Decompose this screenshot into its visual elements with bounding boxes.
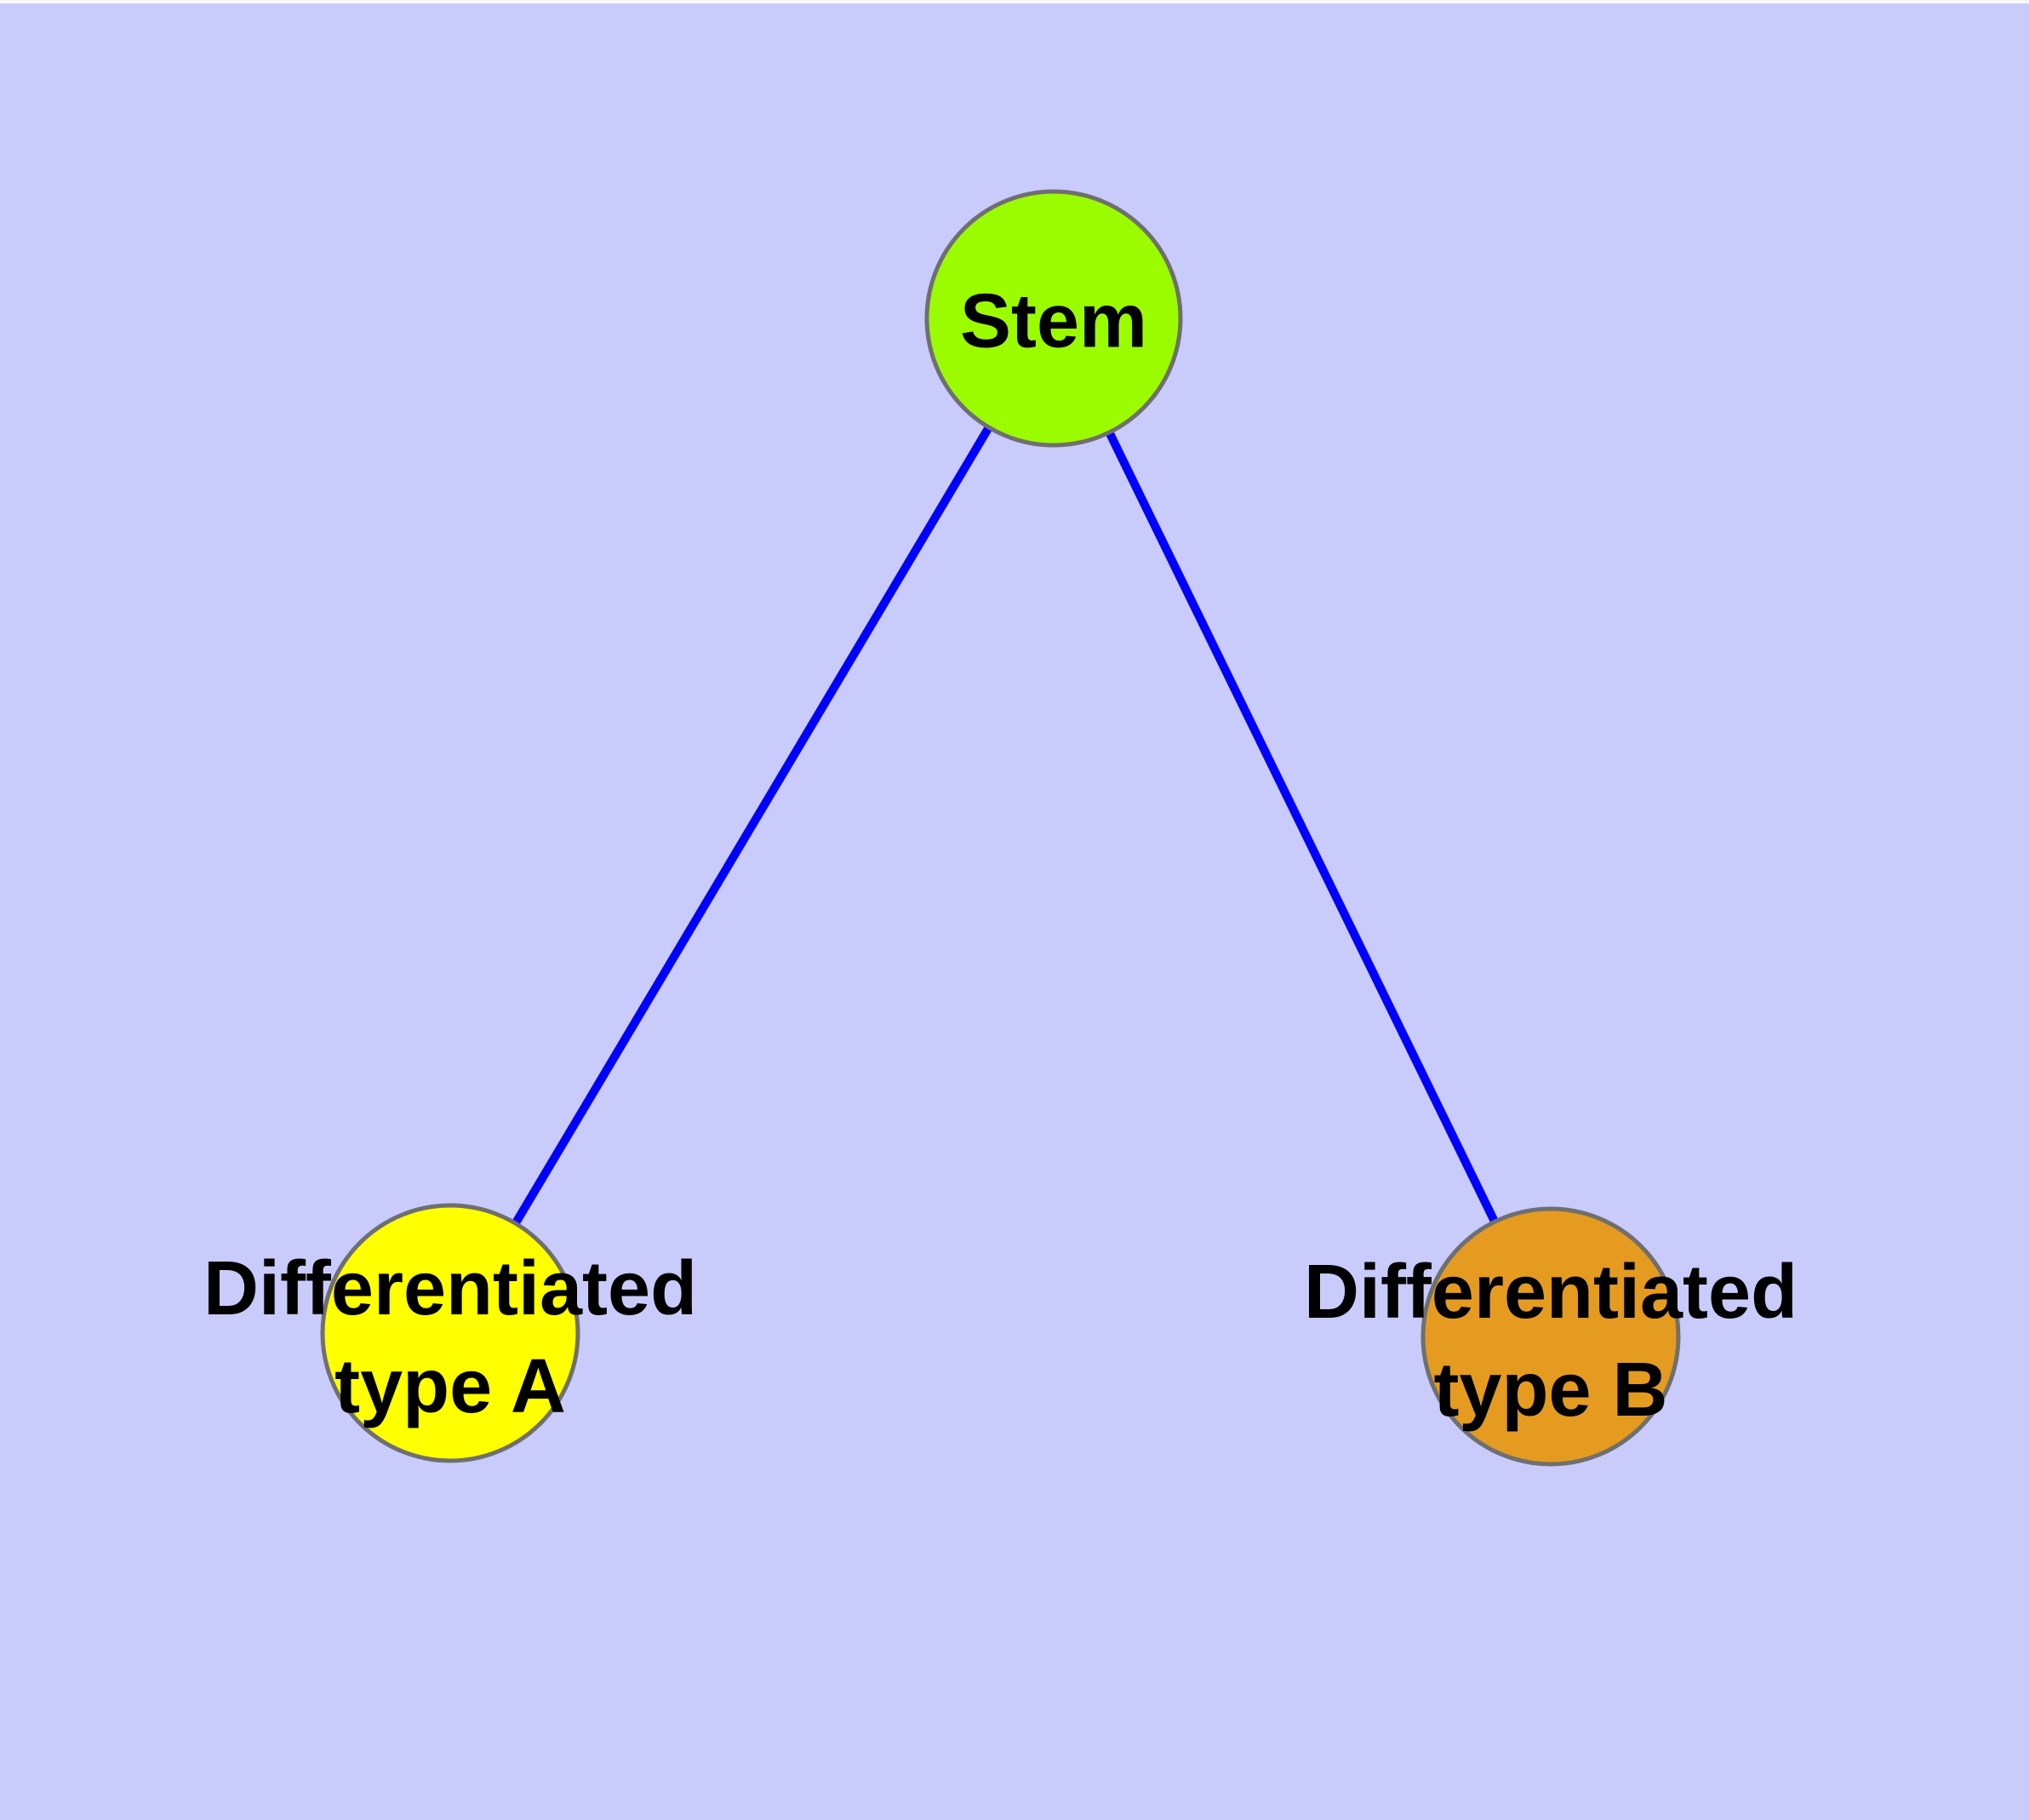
edge-stem-to-type-b [1049,316,1555,1339]
node-label-differentiated-type-b: Differentiated type B [1303,1250,1798,1433]
node-differentiated-type-b [1420,1206,1681,1467]
node-differentiated-type-a [320,1203,580,1463]
edge-stem-to-type-a [446,316,1058,1336]
node-label-stem: Stem [959,278,1148,364]
node-stem [924,189,1183,448]
window-top-edge [0,0,2029,3]
node-label-differentiated-type-a: Differentiated type A [203,1246,698,1429]
